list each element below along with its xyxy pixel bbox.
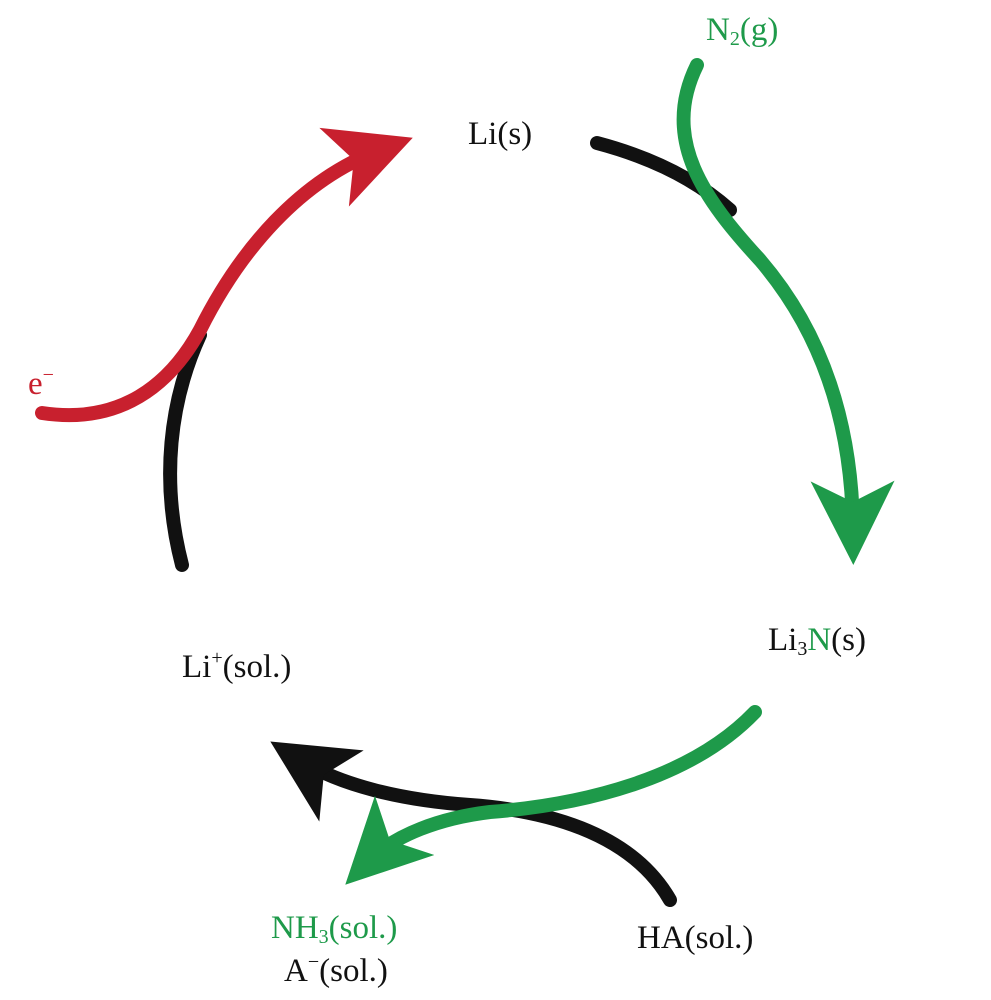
arrow-li3n-to-nh3-green: [345, 705, 762, 885]
label-li-solid: Li(s): [468, 116, 533, 152]
label-ha-sol: HA(sol.): [637, 920, 754, 956]
label-electron: e−: [28, 364, 54, 402]
arc-li-plus-to-li-black: [163, 328, 207, 572]
label-a-minus-sol: A−(sol.): [284, 951, 388, 989]
label-li-plus-sol: Li+(sol.): [182, 647, 292, 685]
label-li3n-solid: Li3N(s): [768, 622, 866, 660]
label-nh3-sol: NH3(sol.): [271, 910, 398, 948]
arrow-n2-to-li3n-green: [676, 58, 895, 565]
arrow-ha-to-li-plus-black: [270, 741, 677, 907]
label-n2-gas: N2(g): [706, 12, 779, 50]
arrow-electron-to-li-red: [35, 127, 413, 423]
